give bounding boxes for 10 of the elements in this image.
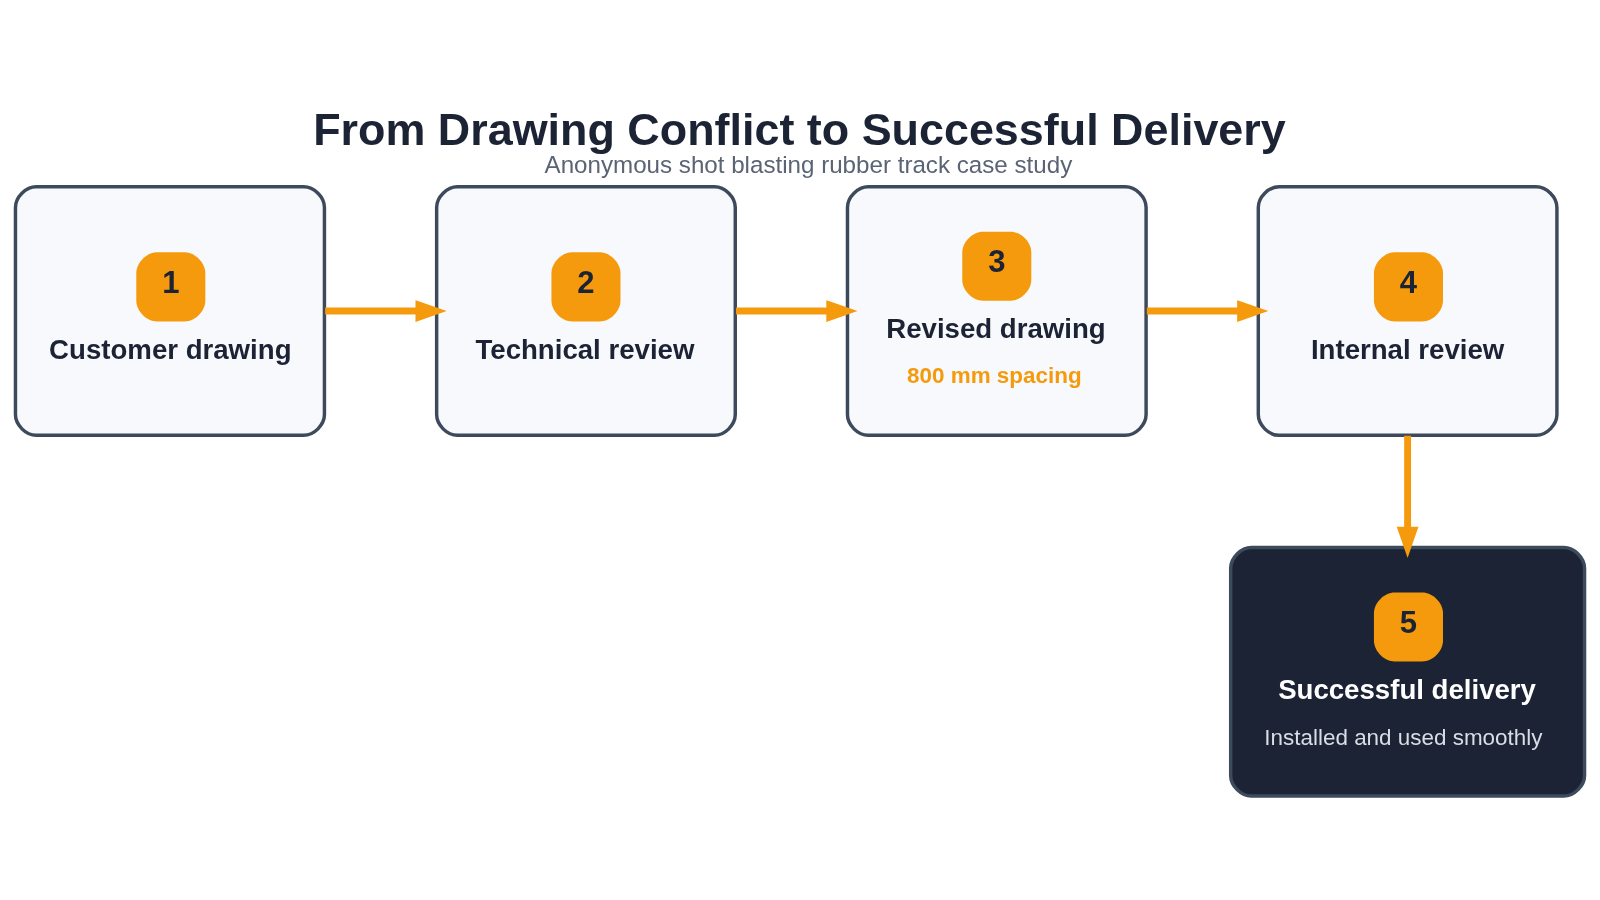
diagram-title: From Drawing Conflict to Successful Delivery (313, 103, 1286, 155)
node-box: 4 Internal review (1256, 185, 1559, 438)
node-box: 1 Customer drawing (13, 185, 327, 438)
node-box: 2 Technical review (434, 185, 737, 438)
node-box: 5 Successful delivery Installed and used smoothly (1228, 545, 1587, 798)
arrow (1146, 300, 1269, 322)
node-box: 3 Revised drawing 800 mm spacing (845, 185, 1148, 438)
arrow (325, 300, 447, 322)
arrow (1396, 435, 1419, 558)
arrow (736, 300, 858, 322)
